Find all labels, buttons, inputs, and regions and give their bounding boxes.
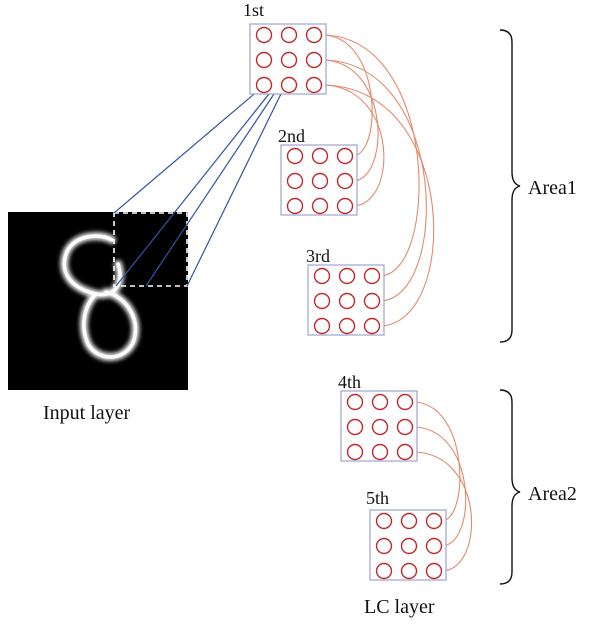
circle-icon [396, 393, 414, 411]
lc-connection-curve [321, 59, 379, 182]
input-image-background [8, 212, 188, 390]
circle-icon [313, 267, 331, 285]
circle-icon [371, 443, 389, 461]
circle-icon [346, 393, 364, 411]
lc-connection-curve [412, 401, 461, 522]
circle-icon [336, 172, 354, 190]
lc-layers [249, 23, 447, 581]
circle-icon [305, 26, 323, 44]
digit-upper-loop-core [62, 234, 122, 297]
circle-icon [255, 51, 273, 69]
lc-connection-curve [321, 59, 427, 302]
layer-label-2nd: 2nd [278, 126, 305, 146]
circle-icon [311, 147, 329, 165]
circle-icon [425, 562, 443, 580]
layer-label-3rd: 3rd [306, 246, 330, 266]
lc-connections [321, 34, 473, 572]
circle-icon [338, 267, 356, 285]
circle-icon [305, 76, 323, 94]
lc-connection-curve [321, 34, 420, 277]
circle-icon [286, 172, 304, 190]
circle-icon [400, 512, 418, 530]
circle-icon [280, 51, 298, 69]
circle-icon [371, 393, 389, 411]
layer-grid-2 [280, 144, 358, 216]
circle-icon [346, 418, 364, 436]
layer-box [369, 509, 447, 581]
layer-grid-4 [340, 390, 418, 462]
circle-icon [305, 51, 323, 69]
circle-icon [313, 292, 331, 310]
circle-icon [396, 418, 414, 436]
lc-connection-curve [321, 34, 373, 157]
circle-icon [286, 147, 304, 165]
lc-connection-curve [321, 84, 435, 327]
circle-icon [311, 172, 329, 190]
circle-icon [338, 317, 356, 335]
circle-icon [336, 147, 354, 165]
circle-icon [346, 443, 364, 461]
layer-box [249, 23, 327, 95]
circle-icon [255, 26, 273, 44]
digit-eight-core [62, 234, 138, 359]
layer-box [340, 390, 418, 462]
area2-label: Area2 [528, 483, 577, 505]
circle-icon [396, 443, 414, 461]
layer-box [280, 144, 358, 216]
circle-icon [363, 292, 381, 310]
digit-lower-loop-core [82, 290, 138, 359]
circle-icon [375, 537, 393, 555]
circle-icon [363, 317, 381, 335]
layer-grid-1 [249, 23, 327, 95]
input-image [8, 212, 188, 390]
receptive-field-box [113, 212, 188, 287]
circle-icon [375, 562, 393, 580]
circle-icon [311, 197, 329, 215]
circle-icon [375, 512, 393, 530]
layer-grid-3 [307, 264, 385, 336]
lc-connection-curve [412, 451, 473, 572]
circle-icon [286, 197, 304, 215]
circle-icon [280, 76, 298, 94]
circle-icon [400, 562, 418, 580]
layer-box [307, 264, 385, 336]
circle-icon [425, 512, 443, 530]
circle-icon [336, 197, 354, 215]
layer-label-4th: 4th [338, 372, 361, 392]
area2-brace-icon [499, 389, 521, 585]
circle-icon [371, 418, 389, 436]
layer-label-5th: 5th [366, 488, 389, 508]
circle-icon [400, 537, 418, 555]
layer-grid-5 [369, 509, 447, 581]
circle-icon [363, 267, 381, 285]
input-layer-label: Input layer [43, 402, 131, 424]
circle-icon [255, 76, 273, 94]
circle-icon [338, 292, 356, 310]
circle-icon [313, 317, 331, 335]
area1-label: Area1 [528, 177, 577, 199]
lc-connection-curve [321, 84, 385, 207]
layer-label-1st: 1st [243, 0, 264, 20]
lc-layer-label: LC layer [364, 596, 435, 618]
circle-icon [280, 26, 298, 44]
area1-brace-icon [499, 29, 521, 343]
circle-icon [425, 537, 443, 555]
